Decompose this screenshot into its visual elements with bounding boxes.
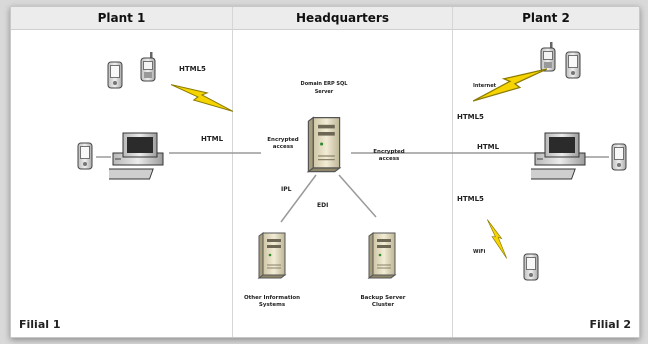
mobile-phone-icon <box>565 51 581 79</box>
headquarters-section: Headquarters <box>233 7 453 337</box>
mobile-phone-icon <box>107 61 123 89</box>
server-title-line1: Domain ERP SQL <box>301 81 349 87</box>
edi-label: EDI <box>317 202 328 209</box>
encrypted-access-right-1: Encrypted <box>373 149 405 155</box>
backup-line1: Backup Server <box>360 295 405 301</box>
connection-lines <box>96 152 609 223</box>
link-ipl <box>280 174 317 223</box>
internet-label: Internet <box>473 83 497 89</box>
mobile-phone-icon <box>140 51 156 82</box>
mobile-phone-icon <box>540 41 556 72</box>
desktop-computer-icon <box>531 132 586 180</box>
mobile-phone-icon <box>611 143 627 171</box>
html-label-plant1: HTML <box>201 135 224 143</box>
mobile-phone-icon <box>523 253 539 281</box>
link-edi <box>338 174 377 218</box>
html5-label-plant1: HTML5 <box>179 65 206 73</box>
plant-2-section: Plant 2 Filial 2 <box>453 7 639 337</box>
html-label-plant2: HTML <box>477 143 500 151</box>
backup-line2: Cluster <box>372 302 394 308</box>
encrypted-access-right-2: access <box>379 156 400 162</box>
other-systems-server-icon <box>258 232 286 279</box>
server-title-line2: Server <box>315 89 334 95</box>
other-info-line1: Other Information <box>244 295 300 301</box>
html5-label-plant2-top: HTML5 <box>457 113 484 121</box>
wifi-label: WiFi <box>473 249 486 255</box>
mobile-phone-icon <box>77 142 93 170</box>
diagram-canvas: HTML5 HTML Domain ERP SQL Server Encrypt… <box>77 41 627 308</box>
plant-1-section: Plant 1 Filial 1 <box>11 7 233 337</box>
erp-server-icon <box>307 116 341 173</box>
headquarters-title: Headquarters <box>233 7 452 30</box>
network-diagram: Plant 1 Filial 1 Headquarters Plant 2 Fi… <box>10 6 640 338</box>
other-info-line2: Systems <box>259 302 286 308</box>
filial-2-label: Filial 2 <box>589 318 631 331</box>
encrypted-access-left-1: Encrypted <box>267 137 299 143</box>
desktop-computer-icon <box>109 132 164 180</box>
plant-2-title: Plant 2 <box>453 7 639 30</box>
ipl-label: IPL <box>281 186 292 193</box>
html5-label-plant2-mid: HTML5 <box>457 195 484 203</box>
lightning-bolt-icon <box>171 83 233 113</box>
encrypted-access-left-2: access <box>273 144 294 150</box>
plant-1-title: Plant 1 <box>11 7 232 30</box>
filial-1-label: Filial 1 <box>19 318 61 331</box>
backup-server-icon <box>368 232 396 279</box>
